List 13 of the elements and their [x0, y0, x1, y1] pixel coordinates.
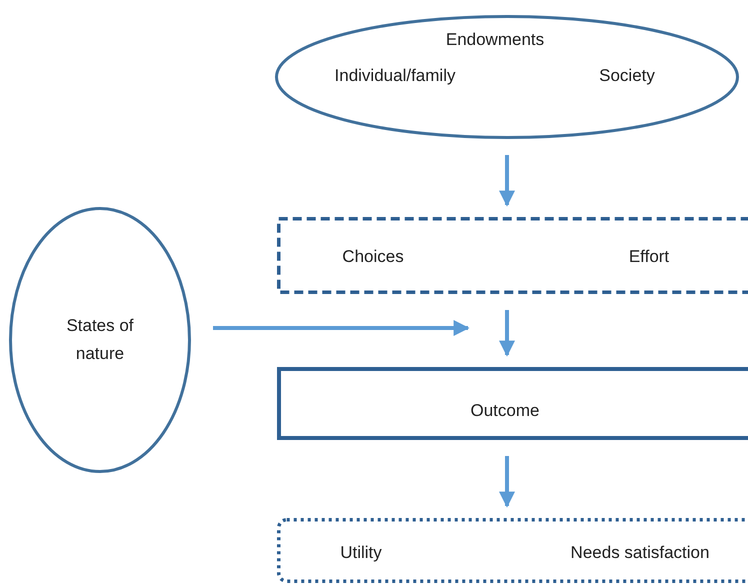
node-label: Effort	[628, 246, 670, 268]
node-label: Individual/family	[334, 65, 456, 87]
node-label: Utility	[340, 542, 382, 564]
node-label: Endowments	[446, 29, 544, 51]
node-label: Choices	[342, 246, 404, 268]
node-label: Society	[599, 65, 655, 87]
arrow	[499, 155, 515, 207]
arrow	[213, 320, 470, 336]
node-label: States of nature	[65, 315, 135, 365]
arrow	[499, 456, 515, 508]
node-label: Outcome	[470, 400, 540, 422]
arrow	[499, 310, 515, 357]
node-label: Needs satisfaction	[570, 542, 710, 564]
